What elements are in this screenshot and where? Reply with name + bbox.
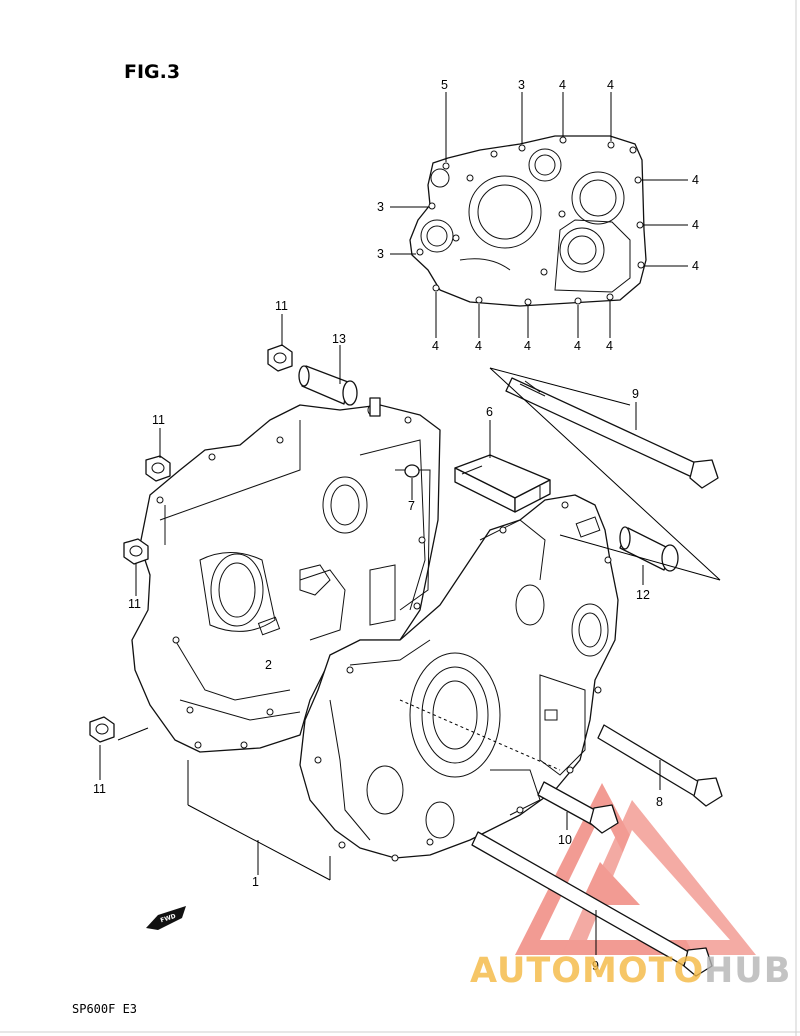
right-crankcase-half	[299, 494, 619, 862]
callout-part: 6	[486, 405, 493, 419]
nut-11-top	[267, 344, 293, 372]
nut-11-bottom	[89, 716, 115, 743]
part-leader-lines	[99, 314, 721, 955]
callout-part: 9	[632, 387, 639, 401]
stud-bolt-9-top	[505, 377, 719, 489]
callout-gasket: 4	[432, 339, 439, 353]
callout-part: 11	[93, 782, 106, 796]
svg-text:FWD: FWD	[160, 913, 177, 925]
callout-part: 8	[656, 795, 663, 809]
watermark-text-hub: HUB	[704, 951, 791, 991]
callout-gasket: 5	[441, 78, 448, 92]
stud-bolt-9-bottom	[471, 831, 713, 977]
crankcase-gasket	[409, 135, 647, 307]
callout-gasket: 4	[692, 259, 699, 273]
callout-gasket: 4	[559, 78, 566, 92]
figure-title: FIG.3	[124, 61, 180, 83]
gasket-bolt-holes	[416, 136, 645, 306]
callout-part: 11	[152, 413, 165, 427]
nut-11-left-lower	[123, 538, 149, 565]
sealant-pack-6	[454, 454, 551, 513]
callout-gasket: 4	[606, 339, 613, 353]
watermark-text-automoto: AUTOMOTO	[470, 951, 704, 991]
callout-gasket: 4	[574, 339, 581, 353]
stud-bolt-8	[597, 724, 723, 807]
callout-part: 9	[592, 959, 599, 973]
model-code: SP600F E3	[72, 1002, 137, 1016]
callout-part: 7	[408, 499, 415, 513]
nut-11-left	[145, 455, 171, 482]
callout-gasket: 4	[692, 218, 699, 232]
dowel-pin-12	[619, 526, 679, 572]
callout-part: 1	[252, 875, 259, 889]
callout-gasket: 4	[692, 173, 699, 187]
callout-gasket: 3	[377, 200, 384, 214]
o-ring-7	[404, 464, 420, 478]
watermark: AUTOMOTO HUB	[470, 951, 791, 991]
callout-part: 2	[265, 658, 272, 672]
callout-gasket: 3	[518, 78, 525, 92]
dowel-pin-13	[298, 365, 358, 406]
callout-part: 12	[636, 588, 650, 602]
callout-gasket: 4	[524, 339, 531, 353]
left-crankcase-half	[131, 397, 441, 753]
callout-part: 10	[558, 833, 572, 847]
callout-part: 11	[275, 299, 288, 313]
callout-gasket: 3	[377, 247, 384, 261]
gasket-leader-lines	[390, 92, 688, 338]
callout-part: 13	[332, 332, 346, 346]
callout-gasket: 4	[475, 339, 482, 353]
forward-arrow-icon: FWD	[146, 906, 186, 930]
stud-bolt-10	[537, 781, 619, 834]
callout-gasket: 4	[607, 78, 614, 92]
callout-part: 11	[128, 597, 141, 611]
